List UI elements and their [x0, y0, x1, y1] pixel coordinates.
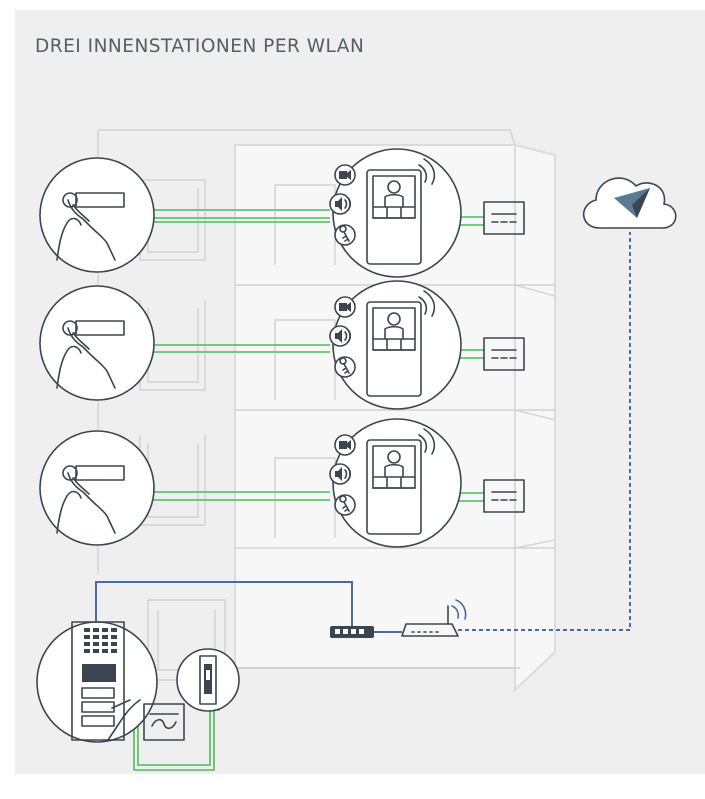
- network-wiring: [95, 232, 631, 638]
- building: [97, 129, 556, 693]
- bell-button-floor-2: [39, 285, 155, 401]
- bell-button-floor-3: [39, 430, 155, 546]
- router-icon: [401, 599, 467, 637]
- door-opener-icon: [176, 648, 240, 712]
- cloud-icon: [582, 177, 677, 229]
- switch-icon: [330, 626, 374, 638]
- bell-button-floor-1: [39, 157, 155, 273]
- power-supply-icon: [143, 703, 185, 741]
- diagram-title: DREI INNENSTATIONEN PER WLAN: [35, 36, 365, 57]
- doorbell-panel-icon: [36, 621, 158, 743]
